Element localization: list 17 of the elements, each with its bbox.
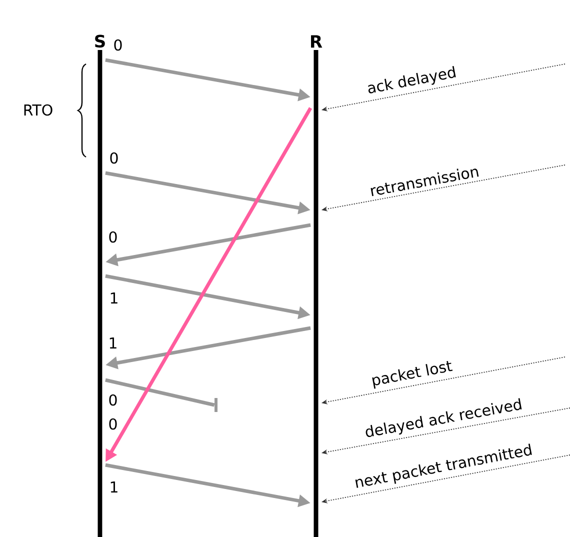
stop-bar — [214, 398, 218, 412]
sequence-number: 1 — [110, 338, 116, 348]
sequence-number: 1 — [110, 482, 118, 492]
interval-label: RTO — [24, 104, 52, 116]
sequence-number: 0 — [109, 418, 117, 430]
sequence-number: 0 — [110, 152, 118, 164]
sequence-number: 0 — [109, 394, 117, 406]
node-label: R — [311, 35, 322, 48]
timeline: S — [95, 34, 105, 537]
edge-label: delayed ack received — [366, 398, 522, 438]
sequence-number: 1 — [110, 292, 118, 304]
sequence-number: 0 — [114, 39, 122, 51]
edge-label: ack delayed — [368, 66, 456, 94]
timeline: R — [311, 35, 322, 537]
node-label: S — [95, 34, 105, 48]
edge-label: packet lost — [372, 360, 453, 389]
line — [105, 378, 215, 407]
